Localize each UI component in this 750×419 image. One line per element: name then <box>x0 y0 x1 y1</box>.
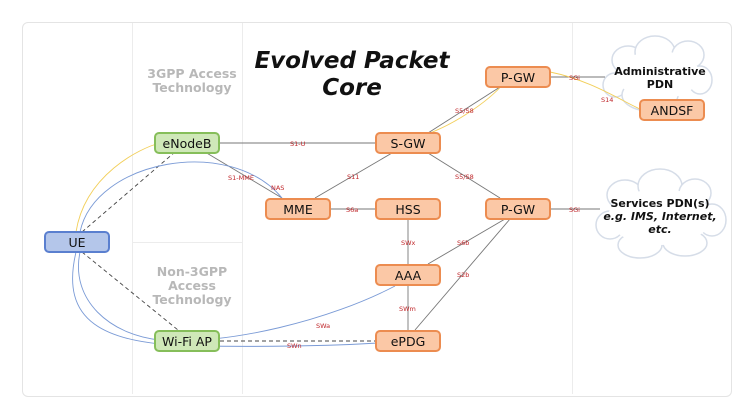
iface-s1u: S1-U <box>290 140 306 148</box>
iface-sgi-top: SGi <box>569 74 580 82</box>
iface-s6a: S6a <box>346 206 359 214</box>
cloud-admin-line2: PDN <box>646 78 674 91</box>
cloud-services-label: Services PDN(s) e.g. IMS, Internet, etc. <box>598 197 722 236</box>
node-mme[interactable]: MME <box>265 198 331 220</box>
cloud-services-line3: etc. <box>648 223 672 236</box>
iface-s6b: S6b <box>457 239 470 247</box>
iface-s5s8-top: S5/S8 <box>455 107 474 115</box>
node-aaa[interactable]: AAA <box>375 264 441 286</box>
cloud-services-pdn <box>595 168 727 259</box>
iface-swx: SWx <box>401 239 416 247</box>
iface-sgi-mid: SGi <box>569 206 580 214</box>
node-pgw-top[interactable]: P-GW <box>485 66 551 88</box>
iface-s1mme: S1-MME <box>228 174 254 182</box>
divider-left <box>132 23 133 394</box>
iface-s14: S14 <box>601 96 614 104</box>
node-enodeb[interactable]: eNodeB <box>154 132 220 154</box>
iface-s2b: S2b <box>457 271 470 279</box>
iface-swn: SWn <box>287 342 302 350</box>
cloud-admin-label: Administrative PDN <box>605 65 715 91</box>
iface-swa: SWa <box>316 322 331 330</box>
cloud-services-line2: e.g. IMS, Internet, <box>603 210 717 223</box>
cloud-services-line1: Services PDN(s) <box>610 197 710 210</box>
region-non3gpp-access: Non-3GPP Access Technology <box>152 264 232 307</box>
iface-swm: SWm <box>399 305 416 313</box>
diagram-title: Evolved Packet Core <box>254 48 450 101</box>
iface-s5s8-mid: S5/S8 <box>455 173 474 181</box>
node-pgw-mid[interactable]: P-GW <box>485 198 551 220</box>
divider-access <box>132 242 242 243</box>
divider-core-left <box>242 23 243 394</box>
iface-nas: NAS <box>271 184 285 192</box>
node-sgw[interactable]: S-GW <box>375 132 441 154</box>
divider-core-right <box>572 23 573 394</box>
iface-s11: S11 <box>347 173 360 181</box>
region-3gpp-access: 3GPP Access Technology <box>147 66 237 95</box>
node-hss[interactable]: HSS <box>375 198 441 220</box>
node-andsf[interactable]: ANDSF <box>639 99 705 121</box>
node-wifi-ap[interactable]: Wi-Fi AP <box>154 330 220 352</box>
node-epdg[interactable]: ePDG <box>375 330 441 352</box>
cloud-admin-line1: Administrative <box>614 65 706 78</box>
node-ue[interactable]: UE <box>44 231 110 253</box>
